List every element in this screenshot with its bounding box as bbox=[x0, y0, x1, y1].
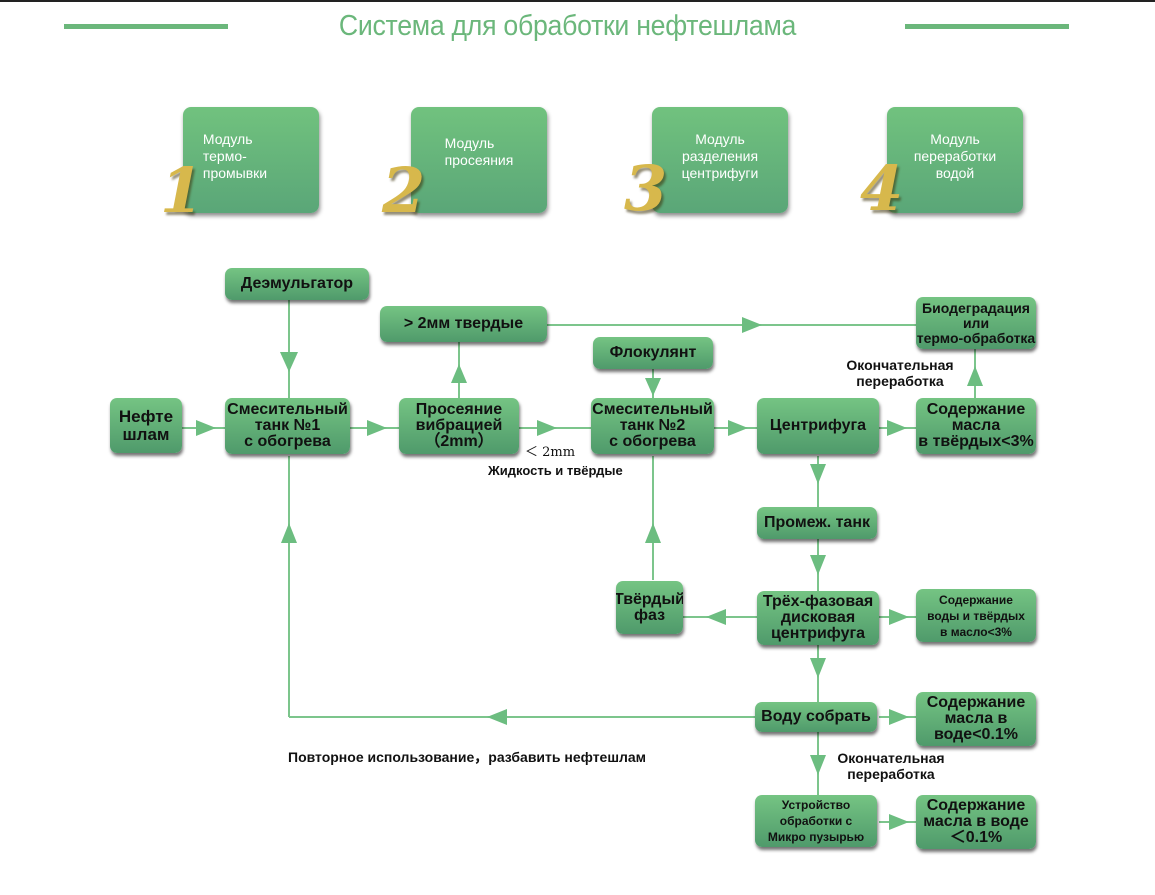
module-4: Модуль переработки водой bbox=[887, 107, 1023, 213]
arrow-left-icon bbox=[487, 709, 507, 725]
arrow-right-icon bbox=[889, 709, 909, 725]
arrow-right-icon bbox=[196, 420, 216, 436]
node-demulsifier: Деэмульгатор bbox=[225, 268, 369, 300]
node-centrifuge: Центрифуга bbox=[757, 398, 879, 454]
module-1-label: Модуль термо- промывки bbox=[202, 131, 268, 181]
module-4-number: 4 bbox=[860, 152, 904, 225]
node-mixing-tank-1: Смесительный танк №1 с обогрева bbox=[225, 398, 350, 454]
page-title: Система для обработки нефтешлама bbox=[338, 10, 797, 42]
arrow-down-icon bbox=[810, 755, 826, 775]
node-solids-over-2mm: > 2мм твердые bbox=[380, 306, 547, 342]
arrow-right-icon bbox=[367, 420, 387, 436]
module-3-label: Модуль разделения центрифуги bbox=[681, 131, 759, 181]
module-1-number: 1 bbox=[160, 154, 204, 227]
arrow-right-icon bbox=[889, 814, 909, 830]
arrow-up-icon bbox=[645, 523, 661, 543]
label-final-processing-bottom: Окончательная переработка bbox=[837, 750, 945, 782]
module-1: Модуль термо- промывки bbox=[183, 107, 319, 213]
arrow-right-icon bbox=[889, 609, 909, 625]
arrow-right-icon bbox=[537, 420, 557, 436]
arrow-right-icon bbox=[887, 420, 907, 436]
module-2-label: Модуль просеяния bbox=[444, 135, 514, 168]
label-final-processing-top: Окончательная переработка bbox=[846, 357, 954, 389]
node-vibration-screening: Просеяние вибрацией （2mm） bbox=[399, 398, 519, 454]
arrow-down-icon bbox=[810, 658, 826, 678]
module-2: Модуль просеяния bbox=[411, 107, 547, 213]
arrow-down-icon bbox=[280, 352, 298, 372]
node-oil-in-water-1: Содержание масла в воде<0.1% bbox=[916, 692, 1036, 746]
module-2-number: 2 bbox=[382, 154, 426, 227]
arrow-down-icon bbox=[810, 464, 826, 484]
node-oil-in-solids: Содержание масла в твёрдых<3% bbox=[916, 398, 1036, 454]
node-flocculant: Флокулянт bbox=[593, 337, 713, 369]
node-water-solids-in-oil: Содержание воды и твёрдых в масло<3% bbox=[916, 589, 1036, 642]
node-biodegradation: Биодеградация или термо-обработка bbox=[916, 297, 1036, 349]
arrow-left-icon bbox=[706, 609, 726, 625]
node-three-phase-centrifuge: Трёх-фазовая дисковая центрифуга bbox=[757, 591, 879, 645]
title-decoration-right bbox=[905, 24, 1069, 29]
arrow-up-icon bbox=[281, 523, 297, 543]
node-solid-phase: Твёрдый фаз bbox=[616, 581, 683, 634]
node-intermediate-tank: Промеж. танк bbox=[757, 507, 877, 539]
label-less-than-2mm: ＜ 2mm bbox=[525, 445, 576, 460]
label-liquid-and-solids: Жидкость и твёрдые bbox=[488, 463, 623, 478]
node-collect-water: Воду собрать bbox=[755, 702, 877, 732]
node-mixing-tank-2: Смесительный танк №2 с обогрева bbox=[591, 398, 714, 454]
arrow-down-icon bbox=[645, 378, 661, 396]
label-reuse: Повторное использование，разбавить нефтеш… bbox=[288, 749, 647, 765]
module-4-label: Модуль переработки водой bbox=[913, 131, 997, 181]
node-microbubble-device: Устройство обработки с Микро пузырью bbox=[755, 795, 877, 847]
arrow-right-icon bbox=[728, 420, 748, 436]
top-border bbox=[0, 0, 1155, 2]
arrow-up-icon bbox=[967, 366, 983, 386]
arrow-down-icon bbox=[810, 555, 826, 575]
module-3-number: 3 bbox=[624, 152, 668, 225]
module-3: Модуль разделения центрифуги bbox=[652, 107, 788, 213]
arrow-right-icon bbox=[742, 317, 762, 333]
title-decoration-left bbox=[64, 24, 228, 29]
node-oil-in-water-2: Содержание масла в воде ＜0.1% bbox=[916, 795, 1036, 849]
node-oil-sludge: Нефте шлам bbox=[110, 398, 182, 453]
arrow-up-icon bbox=[451, 364, 467, 383]
